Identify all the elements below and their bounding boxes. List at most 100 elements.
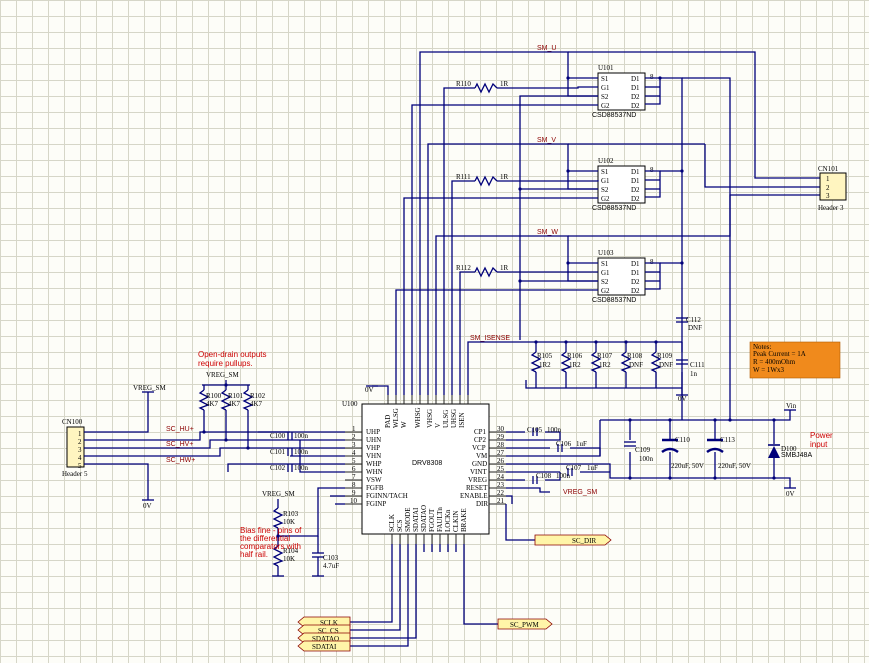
- svg-text:7: 7: [352, 473, 356, 481]
- svg-text:1n: 1n: [690, 370, 698, 378]
- svg-text:D100: D100: [781, 445, 797, 453]
- u100-bottom-pins: SCLK SCS SMODE SDATAI SDATAO FGOUT FAULT…: [388, 505, 468, 544]
- resistor-r103[interactable]: R103 10K: [272, 507, 299, 529]
- svg-text:VSW: VSW: [366, 476, 382, 484]
- resistor-r111[interactable]: R111 1R: [456, 173, 509, 187]
- svg-text:SDATAO: SDATAO: [312, 635, 339, 643]
- svg-text:R106: R106: [567, 352, 583, 360]
- svg-text:1uF: 1uF: [587, 464, 598, 472]
- svg-text:C108: C108: [536, 472, 552, 480]
- port-sc-dir[interactable]: SC_DIR: [534, 534, 612, 546]
- connector-cn100[interactable]: CN100 1 2 3 4 5 Header 5: [62, 418, 88, 478]
- svg-text:R101: R101: [228, 392, 244, 400]
- svg-text:2: 2: [826, 184, 830, 192]
- capacitor-c105[interactable]: C105 100n: [527, 426, 562, 436]
- resistor-r109[interactable]: R109 DNF: [650, 351, 673, 373]
- port-sc-pwm[interactable]: SC_PWM: [497, 618, 553, 630]
- capacitor-c100[interactable]: C100 100n: [270, 432, 309, 440]
- ic-u100-drv8308[interactable]: U100 DRV8308: [342, 400, 490, 535]
- svg-text:C112: C112: [686, 316, 701, 324]
- mosfet-u103[interactable]: U103 CSD88537ND S1 G1 S2 G2 D1 D1 D2 D2 …: [592, 249, 654, 304]
- resistor-r106[interactable]: R106 1R2: [560, 351, 583, 373]
- capacitor-c113[interactable]: C113 220uF, 50V: [706, 436, 751, 470]
- svg-text:D2: D2: [631, 93, 640, 101]
- capacitor-c107[interactable]: C107 1uF: [566, 464, 598, 476]
- svg-text:1R2: 1R2: [569, 361, 581, 369]
- capacitor-c110[interactable]: C110 220uF, 50V: [661, 436, 704, 470]
- resistor-r107[interactable]: R107 1R2: [590, 351, 613, 373]
- svg-text:8: 8: [352, 481, 356, 489]
- capacitor-c101[interactable]: C101 100n: [270, 448, 309, 456]
- svg-text:5: 5: [352, 457, 356, 465]
- svg-text:C111: C111: [690, 361, 705, 369]
- svg-text:R105: R105: [537, 352, 553, 360]
- svg-text:VINT: VINT: [470, 468, 487, 476]
- resistor-r102[interactable]: R102 4K7: [242, 389, 266, 411]
- capacitor-c112[interactable]: C112 DNF: [676, 316, 702, 332]
- net-vreg-right: VREG_SM: [563, 489, 597, 496]
- port-sdatai[interactable]: SDATAI: [297, 640, 351, 652]
- resistor-r104[interactable]: R104 10K: [272, 545, 299, 567]
- svg-text:DNF: DNF: [688, 324, 702, 332]
- svg-text:VHN: VHN: [366, 452, 381, 460]
- svg-text:G2: G2: [601, 102, 610, 110]
- svg-text:R110: R110: [456, 80, 471, 88]
- capacitor-c111[interactable]: C111 1n: [676, 359, 705, 378]
- svg-text:D2: D2: [631, 278, 640, 286]
- svg-text:ULSG: ULSG: [442, 410, 450, 428]
- resistor-r101[interactable]: R101 4K7: [220, 389, 244, 411]
- mosfet-u101[interactable]: U101 CSD88537ND S1 G1 S2 G2 D1 D1 D2 D2 …: [592, 64, 654, 119]
- svg-text:D2: D2: [631, 195, 640, 203]
- net-sm-v: SM_V: [537, 137, 556, 144]
- svg-text:CN101: CN101: [818, 165, 839, 173]
- svg-text:SCLK: SCLK: [388, 514, 396, 532]
- svg-text:3: 3: [78, 446, 82, 454]
- bias-note-2: the differential: [240, 534, 290, 543]
- svg-text:VHSG: VHSG: [426, 409, 434, 428]
- svg-text:VREG: VREG: [468, 476, 487, 484]
- svg-text:D1: D1: [631, 260, 640, 268]
- svg-text:SC_PWM: SC_PWM: [510, 621, 540, 629]
- u100-top-labels: PAD WLSG W WHSG VHSG V ULSG UHSG ISEN: [384, 407, 466, 428]
- resistor-r110[interactable]: R110 1R: [456, 80, 509, 94]
- opendrain-note: Open-drain outputs: [198, 350, 267, 359]
- resistor-r112[interactable]: R112 1R: [456, 264, 509, 278]
- capacitor-c109[interactable]: C109 100n: [624, 441, 654, 463]
- svg-text:R102: R102: [250, 392, 266, 400]
- bottom-port-wiring: [350, 544, 457, 647]
- u100-top-pins: 0V: [365, 385, 469, 404]
- svg-text:100n: 100n: [547, 426, 562, 434]
- svg-text:DNF: DNF: [659, 361, 673, 369]
- svg-text:GND: GND: [472, 460, 487, 468]
- mosfet-u102[interactable]: U102 CSD88537ND S1 G1 S2 G2 D1 D1 D2 D2 …: [592, 157, 654, 212]
- svg-text:CN100: CN100: [62, 418, 83, 426]
- svg-text:FAULTn: FAULTn: [436, 507, 444, 532]
- bias-note-4: half rail.: [240, 550, 268, 559]
- tvs-diode-d100[interactable]: D100 SMBJ48A: [768, 444, 812, 459]
- svg-text:S1: S1: [601, 260, 609, 268]
- svg-text:G2: G2: [601, 195, 610, 203]
- vreg-label-pullup: VREG_SM: [206, 371, 239, 379]
- svg-text:CSD88537ND: CSD88537ND: [592, 205, 636, 212]
- resistor-r100[interactable]: R100 4K7: [198, 389, 222, 411]
- capacitor-c106[interactable]: C106 1uF: [556, 440, 587, 452]
- svg-text:FGINN/TACH: FGINN/TACH: [366, 492, 408, 500]
- svg-text:220uF, 50V: 220uF, 50V: [671, 462, 704, 470]
- capacitor-c102[interactable]: C102 100n: [270, 464, 309, 472]
- capacitor-c103[interactable]: C103 4.7uF: [323, 554, 339, 570]
- resistor-r105[interactable]: R105 1R2: [530, 351, 553, 373]
- resistor-r108[interactable]: R108 DNF: [620, 351, 643, 373]
- svg-text:S1: S1: [601, 168, 609, 176]
- connector-cn101[interactable]: CN101 1 2 3 Header 3: [818, 165, 847, 212]
- svg-text:D1: D1: [631, 177, 640, 185]
- svg-text:8: 8: [650, 258, 654, 266]
- capacitor-c108[interactable]: C108 100n: [532, 472, 571, 484]
- svg-text:2: 2: [352, 433, 356, 441]
- svg-text:D2: D2: [631, 102, 640, 110]
- svg-text:26: 26: [497, 457, 505, 465]
- svg-text:FGOUT: FGOUT: [428, 508, 436, 532]
- svg-text:SDATAI: SDATAI: [412, 507, 420, 532]
- svg-text:S2: S2: [601, 186, 609, 194]
